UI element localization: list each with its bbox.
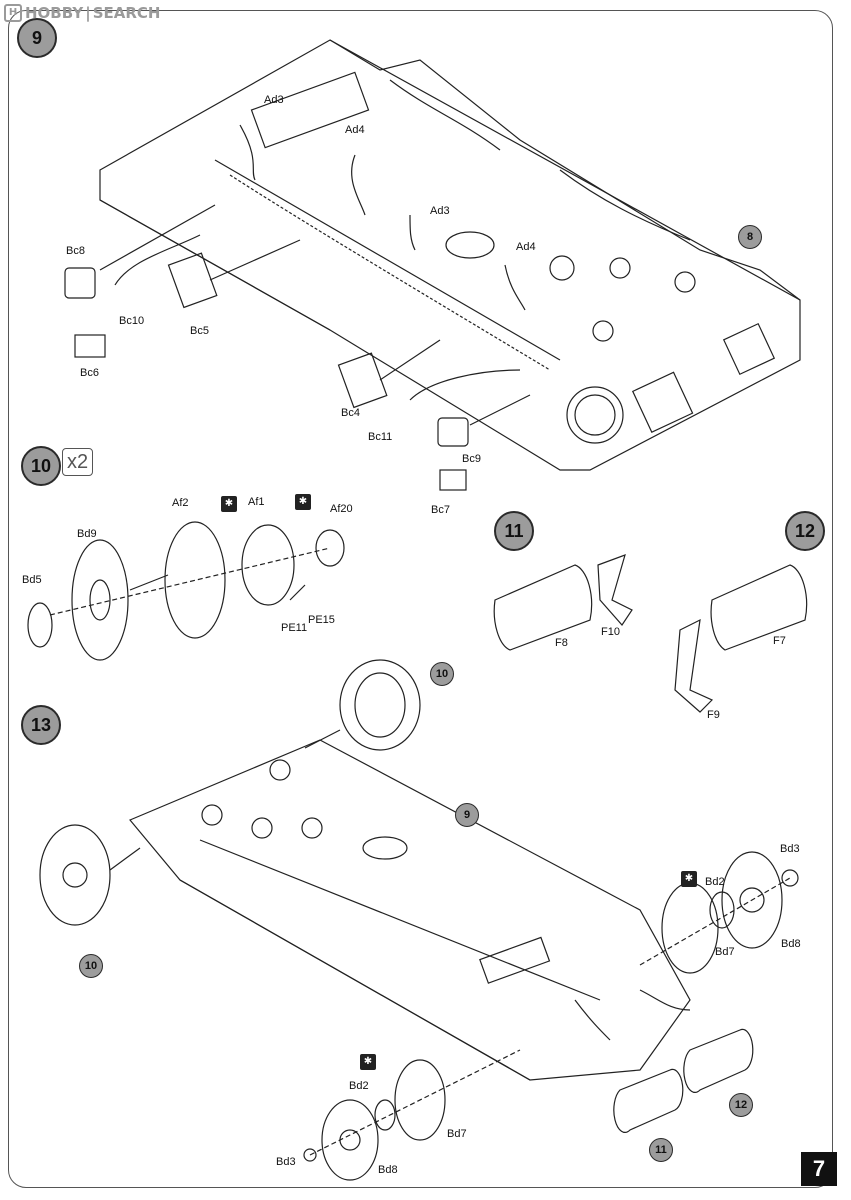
label-af20: Af20 (330, 503, 353, 515)
label-bc6: Bc6 (80, 367, 99, 379)
label-bd3: Bd3 (276, 1156, 296, 1168)
glue-icon: ✱ (295, 494, 311, 510)
label-bd2: Bd2 (349, 1080, 369, 1092)
watermark: H HOBBY | SEARCH (4, 4, 160, 22)
label-bc9: Bc9 (462, 453, 481, 465)
glue-icon: ✱ (360, 1054, 376, 1070)
label-pe11: PE11 (281, 622, 308, 634)
label-bd5: Bd5 (22, 574, 42, 586)
step-13-marker: 13 (21, 705, 61, 745)
chassis-bottom-step13 (39, 659, 799, 1181)
step-10-multiplier: x2 (62, 448, 94, 476)
step-12-marker: 12 (785, 511, 825, 551)
label-f9: F9 (707, 709, 720, 721)
label-af1: Af1 (248, 496, 265, 508)
label-f7: F7 (773, 635, 786, 647)
step12-part (674, 564, 808, 713)
watermark-word: SEARCH (92, 4, 161, 22)
label-bd8: Bd8 (781, 938, 801, 950)
label-bc7: Bc7 (431, 504, 450, 516)
page-frame (8, 10, 833, 1188)
label-bc5: Bc5 (190, 325, 209, 337)
label-bd2: Bd2 (705, 876, 725, 888)
step10-sprocket (27, 521, 345, 661)
watermark-brand: HOBBY (25, 4, 84, 22)
label-ad4: Ad4 (345, 124, 365, 136)
label-bc4: Bc4 (341, 407, 360, 419)
ref-step-10-top: 10 (430, 662, 454, 686)
label-bd8: Bd8 (378, 1164, 398, 1176)
step9-parts (64, 124, 531, 491)
label-af2: Af2 (172, 497, 189, 509)
page-number: 7 (801, 1152, 837, 1186)
label-f10: F10 (601, 626, 620, 638)
label-pe15: PE15 (308, 614, 335, 626)
label-bd7: Bd7 (715, 946, 735, 958)
label-bd7: Bd7 (447, 1128, 467, 1140)
label-f8: F8 (555, 637, 568, 649)
ref-step-8: 8 (738, 225, 762, 249)
label-bc10: Bc10 (119, 315, 145, 327)
ref-step-11: 11 (649, 1138, 673, 1162)
ref-step-10-left: 10 (79, 954, 103, 978)
label-bc8: Bc8 (66, 245, 85, 257)
label-ad3: Ad3 (264, 94, 284, 106)
label-ad3: Ad3 (430, 205, 450, 217)
chassis-top-step9 (99, 39, 801, 471)
step11-part (493, 554, 633, 651)
label-bd9: Bd9 (77, 528, 97, 540)
label-bd3: Bd3 (780, 843, 800, 855)
watermark-logo-icon: H (4, 4, 22, 22)
step-11-marker: 11 (494, 511, 534, 551)
glue-icon: ✱ (221, 496, 237, 512)
glue-icon: ✱ (681, 871, 697, 887)
step-9-marker: 9 (17, 18, 57, 58)
label-bc11: Bc11 (368, 431, 393, 443)
step-10-marker: 10 (21, 446, 61, 486)
label-ad4: Ad4 (516, 241, 536, 253)
ref-step-9: 9 (455, 803, 479, 827)
ref-step-12: 12 (729, 1093, 753, 1117)
watermark-separator: | (85, 4, 91, 22)
